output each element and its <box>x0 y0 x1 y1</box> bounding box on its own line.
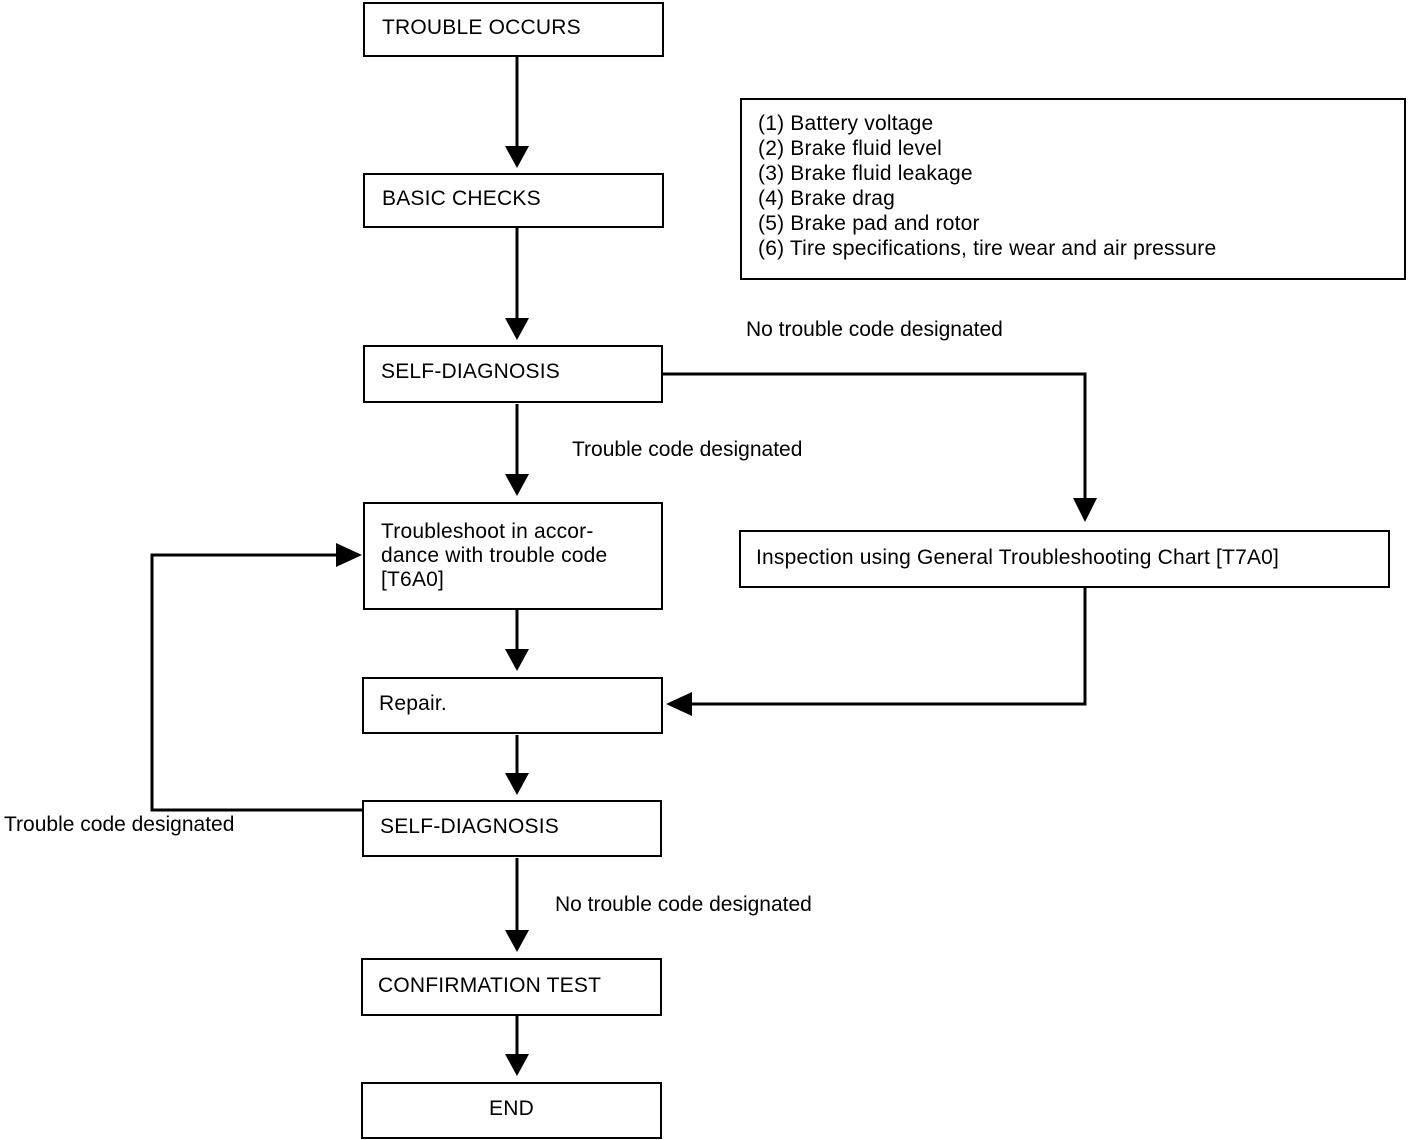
check-item: (1) Battery voltage <box>758 112 934 135</box>
check-item: (6) Tire specifications, tire wear and a… <box>758 237 1217 260</box>
node-label: SELF-DIAGNOSIS <box>381 360 561 383</box>
basic-checks-list-box: (1) Battery voltage (2) Brake fluid leve… <box>740 98 1406 280</box>
basic-checks-list: (1) Battery voltage (2) Brake fluid leve… <box>758 112 1216 260</box>
node-label: Troubleshoot in accor- dance with troubl… <box>381 520 608 591</box>
node-label: SELF-DIAGNOSIS <box>380 815 560 838</box>
edge-label-code-2: Trouble code designated <box>4 813 235 836</box>
arrowhead-down <box>505 930 529 952</box>
arrowhead-down <box>1073 498 1097 522</box>
arrowhead-down <box>505 1054 529 1076</box>
node-label: CONFIRMATION TEST <box>378 974 602 997</box>
connector-self2-to-troubleshoot <box>150 553 362 812</box>
node-label: TROUBLE OCCURS <box>382 16 581 39</box>
node-self-diagnosis-2: SELF-DIAGNOSIS <box>362 800 662 857</box>
node-troubleshoot: Troubleshoot in accor- dance with troubl… <box>363 502 663 610</box>
connector-inspection-to-repair <box>690 588 1087 706</box>
node-label: Repair. <box>379 692 447 715</box>
node-inspection: Inspection using General Troubleshooting… <box>739 530 1390 588</box>
edge-label-no-code-1: No trouble code designated <box>746 318 1003 341</box>
arrowhead-down <box>505 146 529 168</box>
arrowhead-down <box>505 318 529 340</box>
node-label: BASIC CHECKS <box>382 187 541 210</box>
node-trouble-occurs: TROUBLE OCCURS <box>363 2 664 57</box>
node-confirmation-test: CONFIRMATION TEST <box>361 958 662 1016</box>
check-item: (2) Brake fluid level <box>758 137 942 160</box>
arrowhead-left <box>666 692 692 716</box>
node-label: END <box>489 1097 534 1120</box>
node-self-diagnosis-1: SELF-DIAGNOSIS <box>363 345 663 403</box>
arrowhead-right <box>336 543 362 567</box>
arrowhead-down <box>505 773 529 795</box>
arrowhead-down <box>505 649 529 671</box>
check-item: (3) Brake fluid leakage <box>758 162 973 185</box>
connector-self1-to-inspection <box>663 372 1087 500</box>
node-repair: Repair. <box>362 677 663 734</box>
check-item: (4) Brake drag <box>758 187 896 210</box>
check-item: (5) Brake pad and rotor <box>758 212 980 235</box>
edge-label-code-1: Trouble code designated <box>572 438 803 461</box>
node-end: END <box>361 1082 662 1139</box>
arrowhead-down <box>505 474 529 496</box>
edge-label-no-code-2: No trouble code designated <box>555 893 812 916</box>
node-label: Inspection using General Troubleshooting… <box>756 546 1280 569</box>
node-basic-checks: BASIC CHECKS <box>363 173 664 228</box>
